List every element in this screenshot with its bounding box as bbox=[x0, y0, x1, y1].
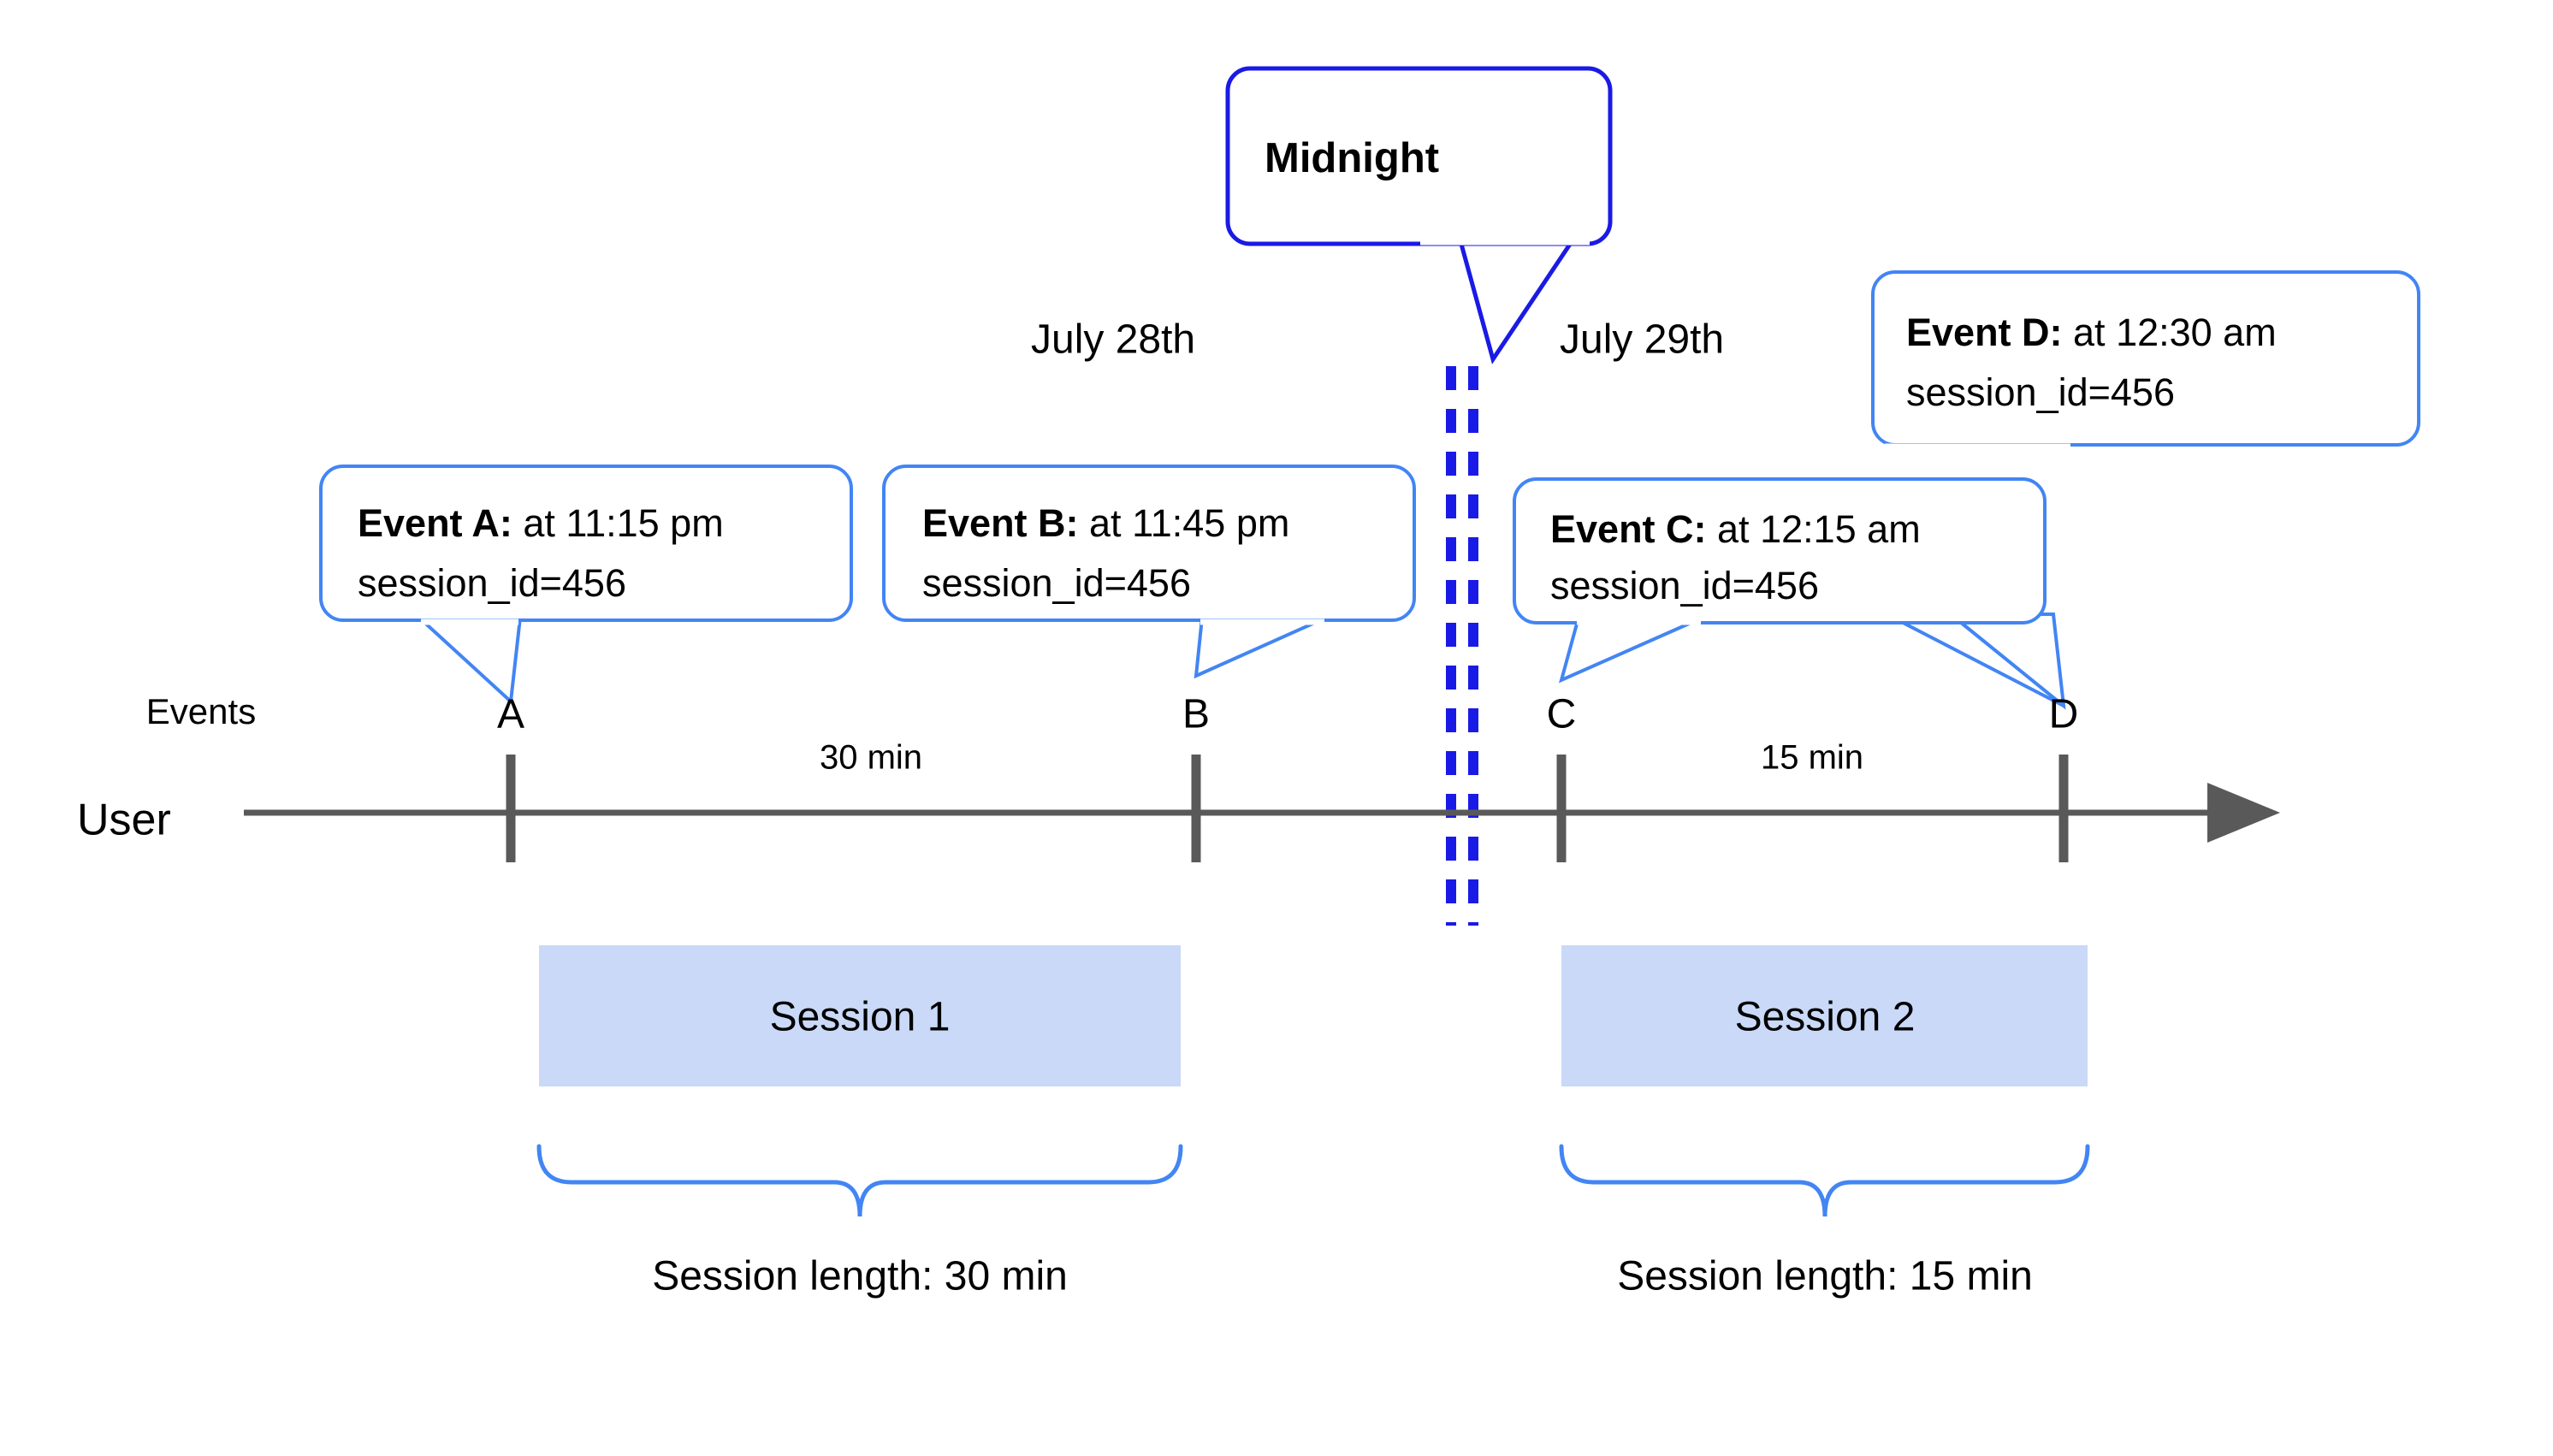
event-a-bold: Event A: bbox=[358, 501, 512, 545]
event-b-callout-box bbox=[882, 465, 1416, 622]
event-a-callout-tail bbox=[414, 616, 523, 706]
event-marker-b: B bbox=[1182, 692, 1210, 737]
axis-arrowhead-icon bbox=[2207, 783, 2280, 843]
event-b-line2: session_id=456 bbox=[922, 561, 1191, 605]
session-2-length-label: Session length: 15 min bbox=[1617, 1254, 2033, 1299]
midnight-callout: Midnight bbox=[1225, 66, 1613, 364]
event-a-line2: session_id=456 bbox=[358, 561, 626, 605]
event-d-callout: Event D: at 12:30 am session_id=456 bbox=[1871, 270, 2420, 710]
session-1-brace bbox=[536, 1144, 1183, 1217]
midnight-label: Midnight bbox=[1265, 135, 1439, 181]
event-d-rest: at 12:30 am bbox=[2063, 311, 2277, 354]
session-2-box bbox=[1561, 945, 2088, 1086]
event-a-line1: Event A: at 11:15 pm bbox=[358, 501, 724, 545]
session-1-box bbox=[539, 945, 1181, 1086]
event-c-callout-box bbox=[1513, 477, 2047, 624]
event-a-rest: at 11:15 pm bbox=[512, 501, 724, 545]
event-b-line1: Event B: at 11:45 pm bbox=[922, 501, 1289, 545]
event-d-callout-box bbox=[1871, 270, 2420, 447]
event-d-callout-tail-2 bbox=[1946, 613, 2066, 710]
session-1-label: Session 1 bbox=[770, 995, 951, 1040]
event-c-line1: Event C: at 12:15 am bbox=[1550, 507, 1921, 551]
event-marker-c: C bbox=[1547, 692, 1577, 737]
date-label-left: July 28th bbox=[1031, 317, 1195, 363]
event-a-callout: Event A: at 11:15 pm session_id=456 bbox=[319, 465, 853, 706]
session-1-length-label: Session length: 30 min bbox=[652, 1254, 1068, 1299]
event-c-line2: session_id=456 bbox=[1550, 564, 1819, 607]
session-2-group: Session 2 Session length: 15 min bbox=[1559, 945, 2090, 1299]
timeline-axis bbox=[244, 755, 2280, 862]
event-marker-d: D bbox=[2049, 692, 2079, 737]
session-2-label: Session 2 bbox=[1735, 995, 1916, 1040]
event-b-rest: at 11:45 pm bbox=[1079, 501, 1290, 545]
session-1-group: Session 1 Session length: 30 min bbox=[536, 945, 1183, 1299]
event-d-line1: Event D: at 12:30 am bbox=[1906, 311, 2277, 354]
midnight-callout-box bbox=[1225, 66, 1613, 246]
event-b-bold: Event B: bbox=[922, 501, 1079, 545]
event-b-callout-tail bbox=[1194, 616, 1327, 679]
event-marker-a: A bbox=[497, 692, 524, 737]
event-d-line2: session_id=456 bbox=[1906, 370, 2175, 414]
event-b-callout: Event B: at 11:45 pm session_id=456 bbox=[882, 465, 1416, 679]
gap-label-30min: 30 min bbox=[820, 739, 922, 777]
date-label-right: July 29th bbox=[1560, 317, 1724, 363]
event-d-bold: Event D: bbox=[1906, 311, 2063, 354]
session-2-brace bbox=[1559, 1144, 2090, 1217]
event-c-bold: Event C: bbox=[1550, 507, 1707, 551]
event-a-callout-box bbox=[319, 465, 853, 622]
user-lane-label: User bbox=[77, 796, 171, 845]
gap-label-15min: 15 min bbox=[1761, 739, 1863, 777]
event-c-callout: Event C: at 12:15 am session_id=456 bbox=[1513, 477, 2047, 684]
event-c-rest: at 12:15 am bbox=[1707, 507, 1921, 551]
midnight-callout-tail bbox=[1456, 235, 1579, 364]
event-c-callout-tail bbox=[1558, 616, 1703, 684]
events-lane-label: Events bbox=[146, 691, 256, 731]
